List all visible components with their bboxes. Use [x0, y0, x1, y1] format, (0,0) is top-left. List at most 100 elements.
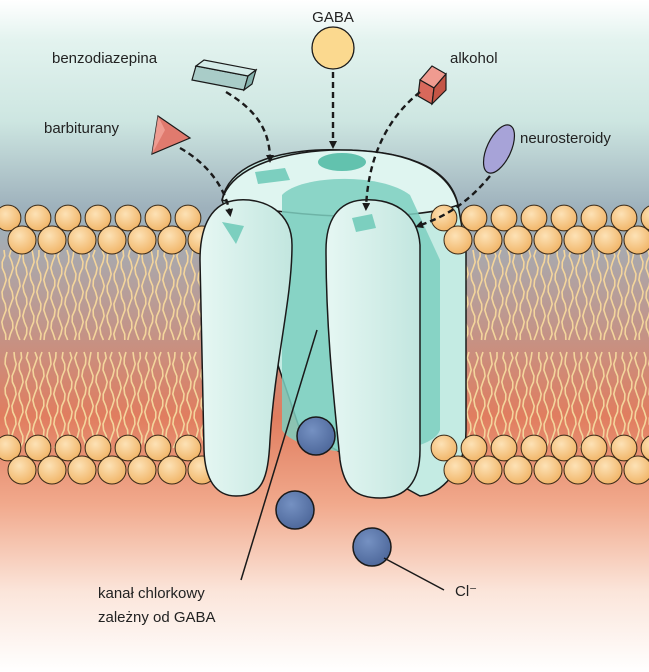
lipid-tail — [42, 249, 49, 341]
lipid-head — [144, 434, 172, 462]
chloride-ion-icon — [352, 527, 392, 567]
lipid-head — [37, 455, 67, 485]
lipid-tail — [38, 351, 45, 449]
lipid-tail — [21, 249, 28, 341]
lipid-tail — [536, 351, 543, 449]
lipid-head — [490, 434, 518, 462]
barbiturate-arrow — [179, 146, 234, 217]
neurosteroids-label: neurosteroidy — [520, 130, 611, 147]
lipid-head — [640, 435, 649, 461]
lipid-tail — [88, 351, 95, 449]
alcohol-arrow — [362, 91, 421, 211]
lipid-tail — [70, 249, 78, 341]
channel-front-subunits — [199, 199, 421, 499]
lipid-tail — [588, 249, 595, 341]
lipid-tail — [28, 249, 35, 341]
lipid-tail — [123, 351, 130, 449]
lipid-tail — [102, 351, 109, 449]
lipid-tail — [641, 351, 648, 449]
lipid-head — [460, 204, 488, 232]
lipid-head — [0, 434, 22, 462]
lipid-head — [97, 455, 127, 485]
lipid-tail — [519, 249, 526, 341]
lipid-tail — [183, 249, 190, 341]
lipid-heads — [0, 204, 649, 485]
lipid-head — [97, 225, 127, 255]
channel-callout-line — [240, 329, 318, 581]
lipid-tail — [52, 351, 59, 449]
barbiturate-molecule-icon — [151, 114, 192, 155]
lipid-tail — [66, 351, 74, 449]
lipid-tail — [178, 351, 186, 449]
lipid-tail — [143, 351, 150, 449]
lipid-head — [54, 434, 82, 462]
benzodiazepine-molecule-icon — [191, 59, 258, 92]
lipid-tail — [540, 249, 547, 341]
benzodiazepine-binding-site — [255, 168, 290, 184]
lipid-tail — [4, 351, 11, 449]
lipid-tail — [35, 249, 42, 341]
lipid-tail — [81, 351, 88, 449]
gaba-label: GABA — [312, 9, 354, 26]
lipid-tail — [112, 249, 120, 341]
lipid-head — [580, 434, 608, 462]
lipid-head — [520, 204, 548, 232]
lipid-tail — [574, 249, 582, 341]
lipid-head — [623, 225, 649, 255]
lipid-tail — [598, 351, 605, 449]
lipid-head — [157, 225, 187, 255]
lipid-tail — [92, 249, 99, 341]
lipid-tail — [119, 249, 127, 341]
lipid-head — [54, 204, 82, 232]
lipid-head — [460, 434, 488, 462]
lipid-tail — [547, 249, 554, 341]
lipid-tail — [10, 351, 18, 449]
lipid-tail — [557, 351, 564, 449]
lipid-tail — [56, 249, 64, 341]
lipid-tail — [476, 249, 483, 341]
lipid-tail — [49, 249, 56, 341]
left-subunit — [199, 199, 293, 497]
alcohol-binding-site — [352, 214, 376, 232]
lipid-head — [550, 204, 578, 232]
lipid-head — [84, 434, 112, 462]
lipid-tail — [623, 249, 631, 341]
barbiturates-label: barbiturany — [44, 120, 120, 137]
lipid-head — [580, 204, 608, 232]
lipid-head — [593, 225, 623, 255]
lipid-head — [67, 225, 97, 255]
lipid-tail — [550, 351, 557, 449]
lipid-tail — [14, 249, 22, 341]
lipid-tail — [45, 351, 52, 449]
lipid-head — [157, 455, 187, 485]
lipid-tail — [108, 351, 116, 449]
gaba-molecule-icon — [311, 26, 355, 70]
lipid-tail — [616, 249, 624, 341]
lipid-head — [520, 434, 548, 462]
lipid-tail — [31, 351, 39, 449]
lipid-tail — [528, 351, 536, 449]
lipid-tail — [591, 351, 599, 449]
lipid-head — [174, 434, 202, 462]
right-subunit — [325, 199, 421, 499]
lipid-tail — [479, 351, 486, 449]
lipid-tail — [609, 249, 616, 341]
lipid-tail — [584, 351, 592, 449]
lipid-head — [503, 225, 533, 255]
lipid-head — [503, 455, 533, 485]
lipid-head — [24, 204, 52, 232]
lipid-tail — [133, 249, 141, 341]
lipid-tail — [168, 249, 175, 341]
lipid-head — [24, 434, 52, 462]
neurosteroid-arrow — [415, 175, 491, 229]
lipid-head — [623, 455, 649, 485]
lipid-head — [144, 204, 172, 232]
chloride-label: Cl⁻ — [455, 583, 477, 600]
lipid-tail — [504, 249, 511, 341]
chloride-ion-in-pore — [296, 416, 336, 456]
lipid-head — [610, 434, 638, 462]
lipid-head — [533, 225, 563, 255]
lipid-tail — [0, 249, 8, 341]
lipid-tail — [605, 351, 612, 449]
